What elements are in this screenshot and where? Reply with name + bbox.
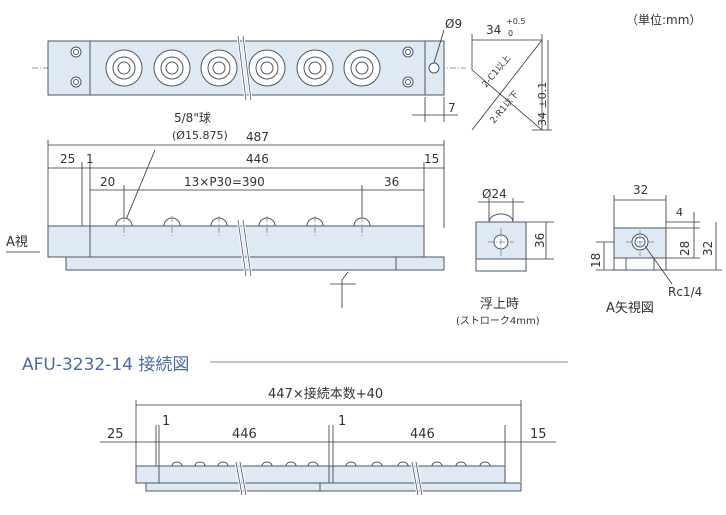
dim-total: 487 [246, 130, 269, 144]
ball-label: 5/8"球 [174, 111, 211, 125]
side-caption-sub: (ストローク4mm) [456, 315, 540, 327]
rail-front-body [47, 225, 425, 258]
top-view: Ø9 7 [32, 17, 466, 122]
connected-rails-base [145, 482, 522, 492]
front-view: 487 25 1 446 15 20 13×P30=390 36 5/8"球 (… [6, 111, 445, 308]
ball-units-plan [105, 49, 381, 87]
side-view: Ø24 36 浮上時 (ストローク4mm) [456, 187, 554, 327]
a-dim-18: 18 [589, 253, 603, 268]
unit-note: （単位:mm） [626, 12, 701, 27]
chamfer-c-label: 2-C1以上 [480, 53, 513, 90]
dim-34: 34 [486, 23, 501, 37]
a-dim-4: 4 [676, 206, 683, 219]
rail-front-base [65, 256, 445, 271]
end-hole [428, 62, 440, 74]
port-label: Rc1/4 [668, 285, 702, 299]
conn-left-25: 25 [107, 427, 124, 442]
conn-one-b: 1 [338, 414, 346, 429]
connection-formula: 447×接続本数+40 [268, 386, 383, 402]
conn-right-15: 15 [530, 427, 547, 442]
ball-domes-front [115, 216, 371, 236]
mounting-holes-left [70, 46, 82, 88]
a-dim-28: 28 [678, 241, 692, 256]
dim-first-20: 20 [100, 175, 115, 189]
dim-pitch: 13×P30=390 [184, 175, 265, 189]
conn-ball-domes [171, 461, 491, 467]
dim-left-25: 25 [60, 152, 75, 166]
chamfer-detail: 34 +0.5 0 2-C1以上 2-R1以下 34 ±0.1 [471, 17, 552, 131]
dim-left-1: 1 [86, 152, 94, 166]
mounting-holes-right [402, 46, 414, 88]
connected-rails-top [135, 465, 506, 484]
a-view: 32 4 28 32 18 Rc1/4 A矢視図 [589, 183, 722, 316]
dim-last-36: 36 [384, 175, 399, 189]
side-ball-dia: Ø24 [482, 187, 507, 201]
ball-dia-label: (Ø15.875) [172, 129, 228, 142]
a-dim-32: 32 [701, 241, 715, 256]
dim-span-446: 446 [246, 152, 269, 166]
side-caption: 浮上時 [480, 297, 519, 312]
hole-dia-label: Ø9 [445, 17, 462, 31]
side-height-36: 36 [533, 233, 547, 248]
a-view-caption: A矢視図 [606, 301, 654, 316]
conn-span-a: 446 [232, 427, 257, 442]
conn-span-b: 446 [410, 427, 435, 442]
a-width-32: 32 [633, 183, 648, 197]
dim-34-pm: 34 ±0.1 [536, 82, 549, 126]
connection-title: AFU-3232-14 接続図 [22, 355, 189, 375]
tol-plus: +0.5 [506, 17, 525, 26]
connection-diagram: AFU-3232-14 接続図 447×接続本数+40 25 1 446 1 4… [22, 355, 568, 496]
dim-7: 7 [448, 101, 456, 115]
view-a-label: A視 [6, 235, 28, 250]
tol-zero: 0 [508, 29, 513, 38]
dim-right-15: 15 [424, 152, 439, 166]
conn-one-a: 1 [162, 414, 170, 429]
